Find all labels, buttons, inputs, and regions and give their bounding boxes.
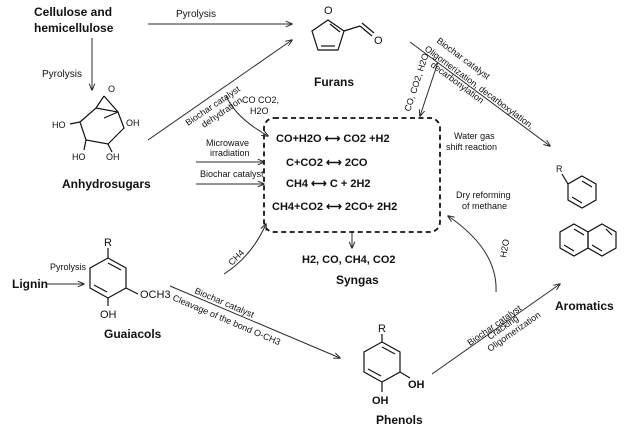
label-co-co2-h2o-right: CO, CO2, H2O [402, 52, 430, 113]
syngas-products: H2, CO, CH4, CO2 [302, 254, 396, 266]
label-microwave: Microwave [206, 138, 249, 148]
arrow-anhydrosugars-to-furans [147, 40, 292, 141]
label-shift-reaction: shift reaction [446, 142, 497, 152]
lignin-label: Lignin [12, 277, 48, 291]
guaiacol-oh: OH [100, 309, 117, 321]
phenol-oh-1: OH [408, 379, 425, 391]
sugar-oh-1: OH [106, 152, 120, 162]
furan-oxygen: O [324, 5, 333, 17]
label-biochar-catalyst-mid: Biochar catalyst [200, 169, 264, 179]
phenol-r: R [378, 323, 386, 335]
guaiacols-label: Guaiacols [104, 327, 162, 341]
naphthalene-structure-icon [559, 223, 617, 257]
label-water-gas: Water gas [454, 131, 495, 141]
sugar-oh-2: OH [126, 118, 140, 128]
label-h2o-right: H2O [498, 238, 511, 258]
guaiacol-structure-icon: R OCH3 OH [89, 237, 171, 321]
arrow-furans-to-aromatics [409, 41, 550, 146]
sugar-ho-1: HO [52, 120, 66, 130]
reaction-methane-cracking: CH4 ⟷ C + 2H2 [286, 178, 371, 190]
reaction-boudouard: C+CO2 ⟷ 2CO [286, 157, 368, 169]
label-pyrolysis-left: Pyrolysis [42, 69, 82, 80]
label-h2o: H2O [250, 106, 269, 116]
cellulose-label-line1: Cellulose and [34, 5, 112, 19]
label-irradiation: irradiation [210, 148, 250, 158]
label-of-methane: of methane [462, 201, 507, 211]
furans-label: Furans [314, 75, 354, 89]
arrow-gases-to-syngas-left [225, 95, 268, 136]
label-oligomer-2: Oligomerization, decarboxylation, [423, 44, 536, 131]
phenols-label: Phenols [376, 413, 423, 427]
label-ch4: CH4 [226, 248, 246, 268]
aldehyde-oxygen: O [374, 35, 383, 47]
sugar-ho-2: HO [72, 152, 86, 162]
aromatic-r: R [556, 164, 563, 174]
arrow-guaiacol-to-phenols [169, 285, 340, 358]
syngas-label: Syngas [336, 273, 379, 287]
label-dry-reforming: Dry reforming [456, 190, 511, 200]
label-pyrolysis-lignin: Pyrolysis [50, 262, 87, 272]
arrow-ch4-to-syngas [223, 224, 266, 275]
sugar-oxygen: O [108, 84, 115, 94]
cellulose-label-line2: hemicellulose [34, 21, 114, 35]
anhydrosugars-label: Anhydrosugars [62, 177, 151, 191]
reaction-dry-reforming: CH4+CO2 ⟷ 2CO+ 2H2 [272, 201, 397, 213]
phenol-structure-icon: R OH OH [363, 323, 425, 407]
guaiacol-r: R [104, 237, 112, 249]
guaiacol-och3: OCH3 [140, 289, 171, 301]
reaction-water-gas-shift: CO+H2O ⟷ CO2 +H2 [276, 133, 390, 145]
benzene-structure-icon: R [556, 164, 597, 209]
label-pyrolysis-top: Pyrolysis [176, 9, 216, 20]
arrow-gases-to-syngas-right [420, 61, 439, 116]
aromatics-label: Aromatics [555, 299, 614, 313]
anhydrosugar-structure-icon: O HO HO OH OH [52, 84, 140, 162]
arrow-phenols-to-aromatics [431, 284, 560, 375]
arrow-h2o-to-syngas [448, 216, 497, 293]
furfural-structure-icon: O O [311, 5, 383, 51]
phenol-oh-2: OH [372, 395, 389, 407]
label-co-co2: CO CO2, [242, 95, 279, 105]
